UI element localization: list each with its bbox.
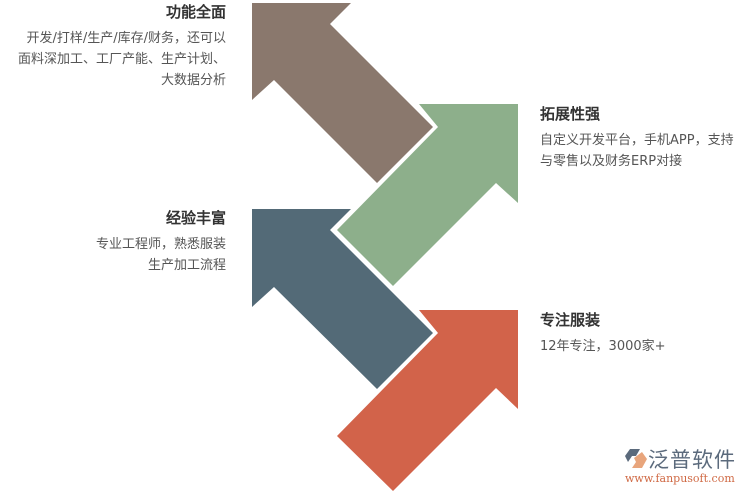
logo-brand-name: 泛普软件	[648, 448, 736, 472]
desc-line: 与零售以及财务ERP对接	[540, 154, 683, 169]
feature-description: 自定义开发平台，手机APP，支持 与零售以及财务ERP对接	[540, 130, 750, 172]
desc-line: 12年专注，3000家+	[540, 339, 666, 354]
arrow-up-left-brown	[252, 3, 433, 183]
feature-extensible: 拓展性强 自定义开发平台，手机APP，支持 与零售以及财务ERP对接	[540, 104, 750, 172]
feature-experienced: 经验丰富 专业工程师，熟悉服装 生产加工流程	[6, 208, 226, 276]
logo-mark-icon	[625, 449, 647, 468]
desc-line: 面料深加工、工厂产能、生产计划、	[17, 52, 226, 67]
desc-line: 开发/打样/生产/库存/财务，还可以	[26, 31, 226, 46]
arrow-up-right-orange	[337, 310, 518, 491]
feature-title: 拓展性强	[540, 105, 601, 123]
desc-line: 专业工程师，熟悉服装	[95, 237, 226, 252]
feature-comprehensive: 功能全面 开发/打样/生产/库存/财务，还可以 面料深加工、工厂产能、生产计划、…	[0, 2, 226, 91]
feature-apparel-focus: 专注服装 12年专注，3000家+	[540, 310, 740, 357]
feature-description: 专业工程师，熟悉服装 生产加工流程	[6, 234, 226, 276]
feature-title: 专注服装	[540, 311, 601, 329]
feature-title: 功能全面	[165, 3, 226, 21]
feature-title: 经验丰富	[165, 209, 226, 227]
desc-line: 大数据分析	[160, 73, 226, 88]
desc-line: 自定义开发平台，手机APP，支持	[540, 133, 734, 148]
feature-description: 开发/打样/生产/库存/财务，还可以 面料深加工、工厂产能、生产计划、 大数据分…	[0, 28, 226, 91]
arrow-up-right-green	[337, 104, 518, 286]
fanpusoft-logo: 泛普软件 www.fanpusoft.com	[622, 444, 747, 488]
feature-description: 12年专注，3000家+	[540, 336, 740, 357]
logo-url: www.fanpusoft.com	[625, 472, 735, 485]
desc-line: 生产加工流程	[147, 258, 226, 273]
arrow-up-left-slate	[252, 209, 433, 389]
